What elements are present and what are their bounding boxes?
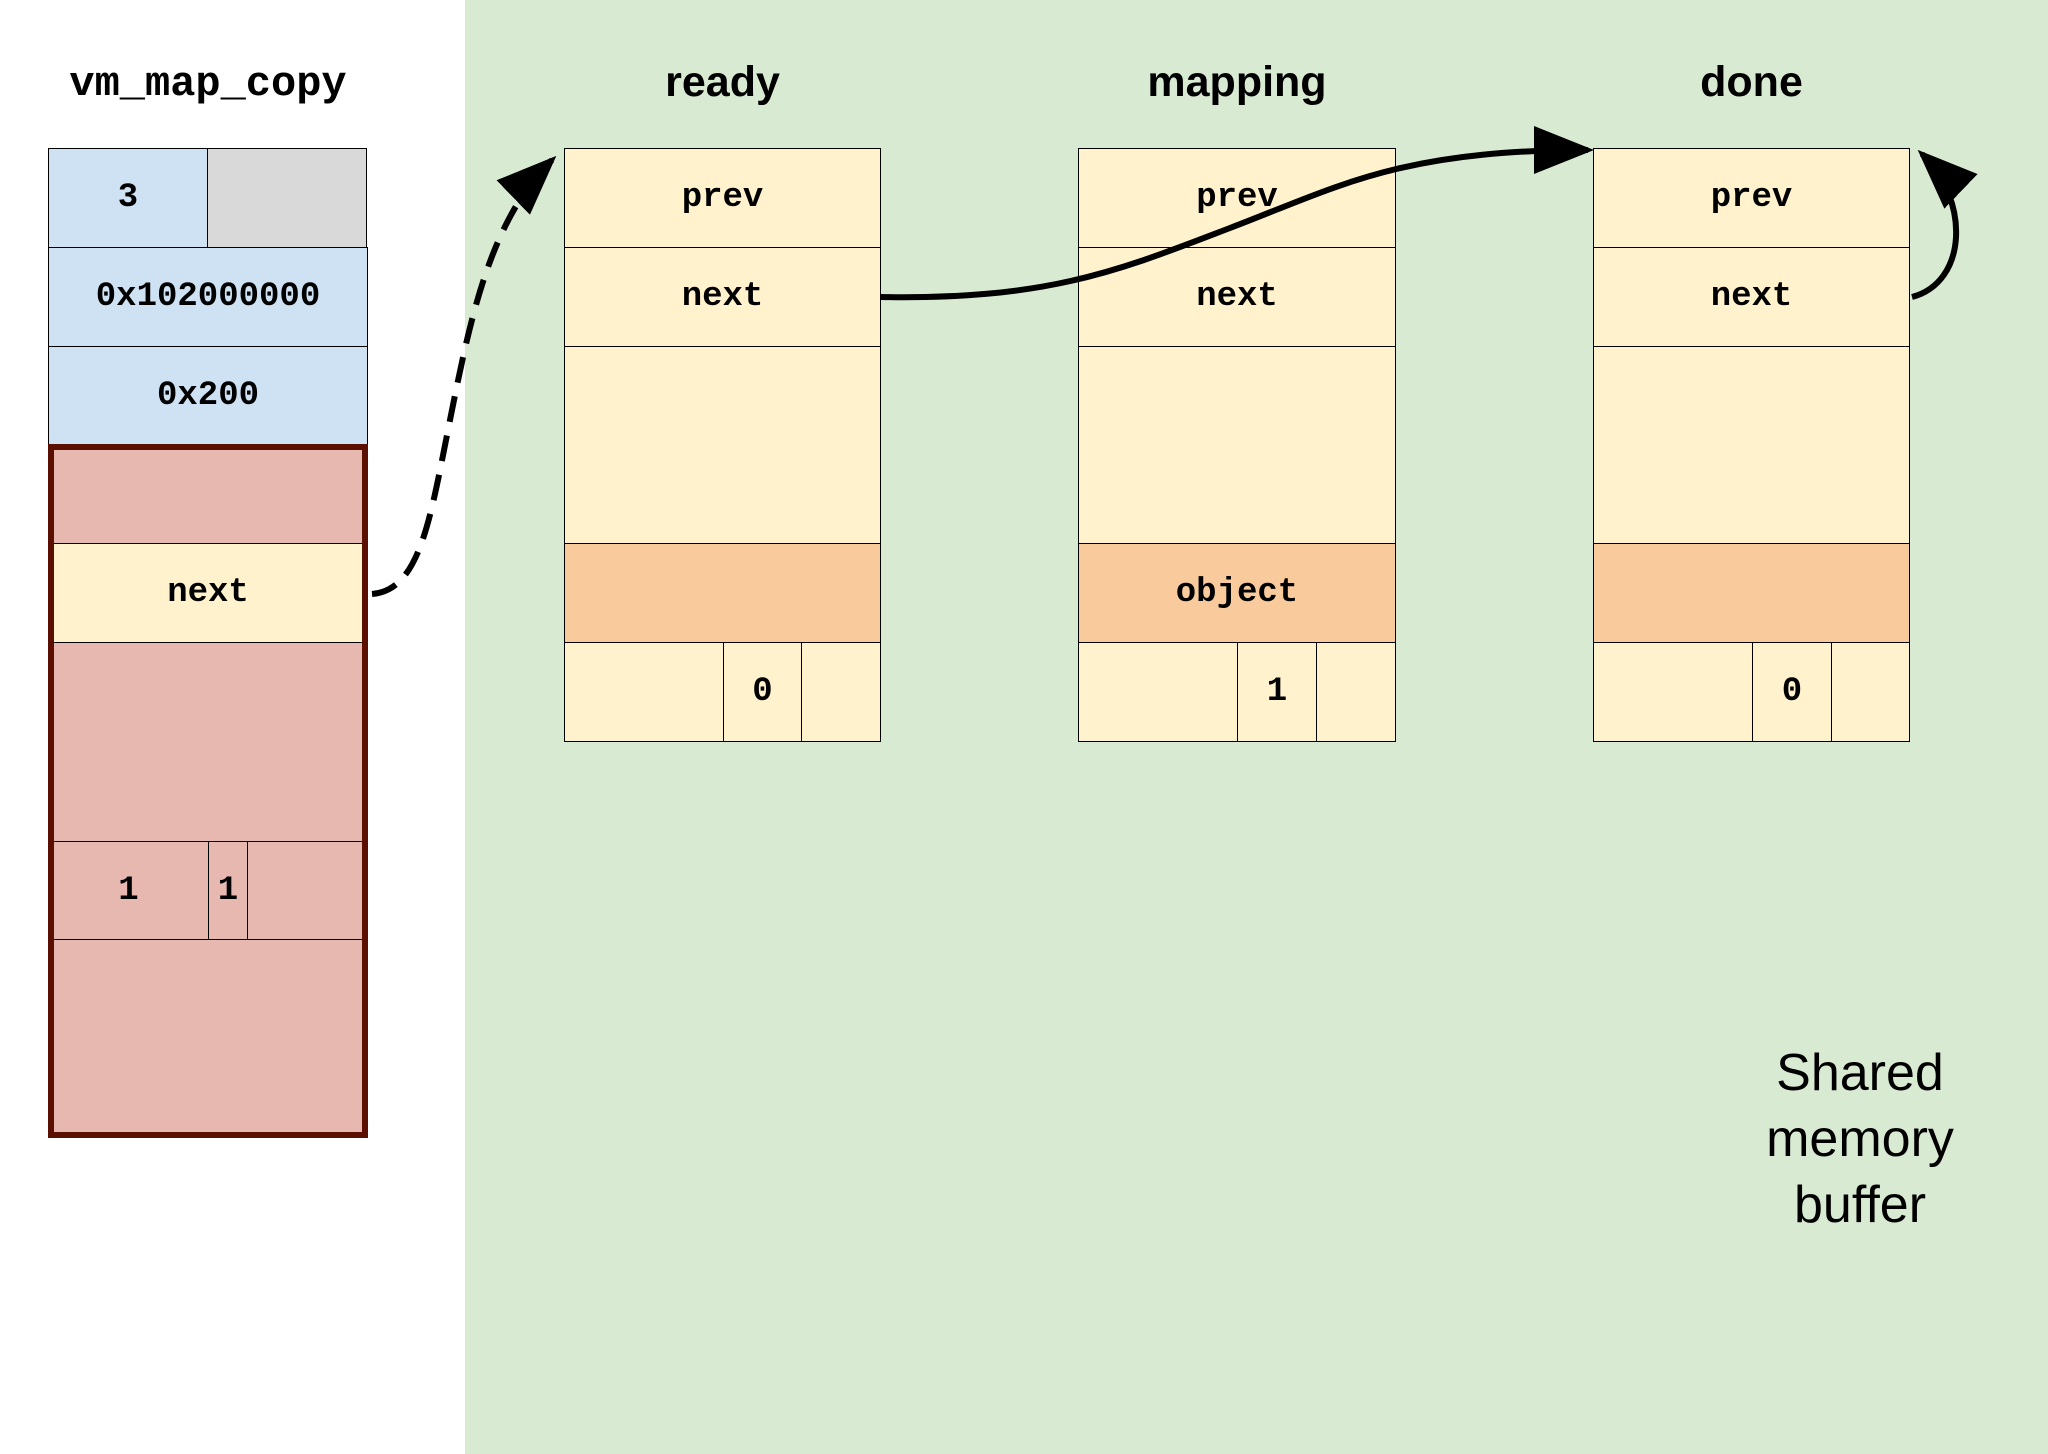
vm-map-copy-offset-cell: 0x102000000 <box>48 247 368 347</box>
vm-map-copy-title: vm_map_copy <box>69 60 347 108</box>
entry-done-next: next <box>1593 247 1910 347</box>
entry-ready-body <box>564 346 881 544</box>
entry-mapping-prev: prev <box>1078 148 1396 248</box>
entry-ready-footer-left <box>564 642 724 742</box>
vm-map-copy-flag-rest <box>247 841 368 940</box>
vm-map-copy-header-prev <box>48 444 368 544</box>
vm-map-copy-type-cell: 3 <box>48 148 208 248</box>
entry-done-title: done <box>1700 58 1803 106</box>
vm-map-copy-flag-b: 1 <box>208 841 248 940</box>
entry-done-footer-right <box>1831 642 1910 742</box>
vm-map-copy-size-cell: 0x200 <box>48 346 368 446</box>
entry-mapping-footer-right <box>1316 642 1396 742</box>
entry-done-prev: prev <box>1593 148 1910 248</box>
entry-mapping-footer-left <box>1078 642 1238 742</box>
entry-done-footer-left <box>1593 642 1753 742</box>
entry-ready-footer-right <box>801 642 881 742</box>
shared-memory-label-line: memory <box>1766 1110 1954 1168</box>
shared-memory-label: Shared memory buffer <box>1700 1040 2020 1238</box>
shared-memory-label-line: Shared <box>1776 1044 1944 1102</box>
entry-ready-prev: prev <box>564 148 881 248</box>
arrow-ready-next-to-done <box>880 126 1594 301</box>
arrow-done-self-loop <box>1911 149 1978 300</box>
shared-memory-label-line: buffer <box>1793 1176 1927 1234</box>
entry-mapping-title: mapping <box>1147 58 1327 106</box>
vm-map-copy-type-padding <box>207 148 367 248</box>
vm-map-copy-tail <box>48 939 368 1138</box>
entry-done-flag: 0 <box>1752 642 1832 742</box>
entry-ready-title: ready <box>665 58 780 106</box>
entry-mapping-object: object <box>1078 543 1396 643</box>
entry-done-object <box>1593 543 1910 643</box>
dashed-arrow-to-ready <box>371 155 557 597</box>
entry-ready-next: next <box>564 247 881 347</box>
